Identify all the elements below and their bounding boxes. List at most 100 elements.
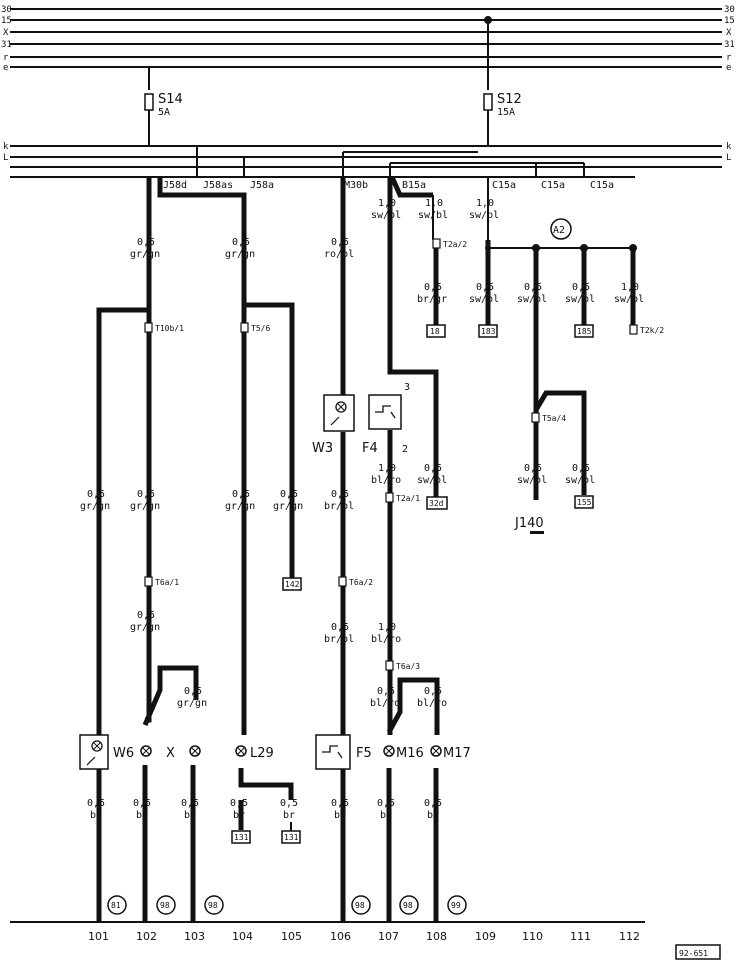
wire-size: 0,5 — [572, 463, 590, 474]
component-f4: F4 3 2 — [362, 382, 410, 456]
wire-labels: 0,5 gr/gn 0,5 gr/gn 0,5 ro/bl 1,0 sw/bl … — [80, 198, 644, 821]
wire-size: 0,5 — [331, 237, 349, 248]
junction-label: J58d — [163, 180, 187, 191]
wire-size: 1,0 — [476, 198, 494, 209]
aux-rails: k L k L — [3, 142, 732, 178]
connector-label: T2a/1 — [396, 494, 420, 503]
wire-size: 0,5 — [232, 237, 250, 248]
wire-size: 0,5 — [87, 798, 105, 809]
rail-label-right: e — [726, 63, 731, 73]
wire-color: gr/gn — [130, 622, 160, 633]
rail-label-left: 31 — [1, 40, 12, 50]
wire-color: gr/gn — [80, 501, 110, 512]
wire-color: sw/bl — [614, 294, 644, 305]
connector-label: T6a/2 — [349, 578, 373, 587]
connector-label: T2a/2 — [443, 240, 467, 249]
junction-dots — [485, 244, 637, 252]
rail-label-right: 31 — [724, 40, 735, 50]
fuse-name: S14 — [158, 92, 183, 107]
wire-size: 0,5 — [331, 489, 349, 500]
rail-label-left: k — [3, 142, 9, 152]
pin-label: 2 — [402, 444, 408, 455]
connector-label: T10b/1 — [155, 324, 184, 333]
bulb-x: X — [166, 745, 201, 761]
junction-label: M30b — [344, 180, 368, 191]
wire-size: 1,0 — [425, 198, 443, 209]
wire-color: gr/gn — [130, 501, 160, 512]
ground-point-label: 98 — [208, 901, 218, 910]
wire-color: gr/gn — [225, 249, 255, 260]
wire-color: sw/bl — [417, 475, 447, 486]
wire-color: br/bl — [324, 501, 354, 512]
wire-size: 0,5 — [280, 489, 298, 500]
column-number: 105 — [281, 930, 302, 943]
wire-size: 0,5 — [424, 463, 442, 474]
junction-label: J58as — [203, 180, 233, 191]
wire-color: br — [90, 810, 102, 821]
column-number: 104 — [232, 930, 253, 943]
terminal-label: 32d — [429, 499, 444, 508]
wire-size: 0,5 — [230, 798, 248, 809]
rail-label-left: e — [3, 63, 8, 73]
junction-label: C15a — [590, 180, 614, 191]
component-j140: J140 — [514, 516, 544, 534]
wire-size: 0,5 — [424, 282, 442, 293]
wire-color: bl/ro — [417, 698, 447, 709]
component-a2: A2 — [550, 218, 572, 240]
component-label: L29 — [250, 746, 274, 761]
component-label: M17 — [443, 746, 471, 761]
wire-color: bl/ro — [371, 634, 401, 645]
wire-color: sw/bl — [565, 475, 595, 486]
rail-label-right: 30 — [724, 5, 735, 15]
bulb-m16: M16 — [383, 745, 424, 761]
rail-label-left: X — [3, 28, 9, 38]
wire-color: sw/bl — [517, 294, 547, 305]
bus-rails: 30 15 X 31 r e 30 15 X 31 r e — [1, 5, 735, 73]
ground-point-label: 99 — [451, 901, 461, 910]
terminal-label: 18 — [430, 327, 440, 336]
junction-label: C15a — [492, 180, 516, 191]
terminal-label: 131 — [284, 833, 299, 842]
column-number: 110 — [522, 930, 543, 943]
wire-color: ro/bl — [324, 249, 354, 260]
wire-color: gr/gn — [225, 501, 255, 512]
connector-label: T5a/4 — [542, 414, 566, 423]
wire-color: sw/bl — [371, 210, 401, 221]
rail-label-left: 30 — [1, 5, 12, 15]
conductors — [96, 175, 636, 922]
component-label: W6 — [113, 746, 134, 761]
pin-label: 3 — [404, 382, 410, 393]
component-w3: W3 — [312, 394, 355, 456]
component-label: A2 — [553, 225, 565, 236]
wire-size: 0,5 — [232, 489, 250, 500]
connector-label: T2k/2 — [640, 326, 664, 335]
fuse-rating: 15A — [497, 107, 515, 118]
wire-size: 0,5 — [524, 282, 542, 293]
column-numbers: 101 102 103 104 105 106 107 108 109 110 … — [88, 930, 640, 943]
rail-label-right: k — [726, 142, 732, 152]
wire-size: 0,5 — [377, 798, 395, 809]
terminal-label: 183 — [481, 327, 496, 336]
wire-size: 1,0 — [378, 463, 396, 474]
wire-color: bl/ro — [370, 698, 400, 709]
wire-size: 1,0 — [378, 198, 396, 209]
wire-size: 0,5 — [331, 798, 349, 809]
fuse-s14: S14 5A — [144, 67, 183, 145]
rail-label-right: 15 — [724, 16, 735, 26]
wire-color: br — [136, 810, 148, 821]
wire-color: br — [427, 810, 439, 821]
fuse-rating: 5A — [158, 107, 170, 118]
wire-color: sw/bl — [469, 210, 499, 221]
component-label: J140 — [514, 516, 544, 531]
column-number: 101 — [88, 930, 109, 943]
connector-label: T6a/3 — [396, 662, 420, 671]
component-f5: F5 — [315, 734, 372, 770]
ground-point-label: 98 — [355, 901, 365, 910]
wire-color: br — [283, 810, 295, 821]
wire-color: br/gr — [417, 294, 447, 305]
wire-size: 0,5 — [137, 237, 155, 248]
wire-size: 0,5 — [87, 489, 105, 500]
bulb-w6 — [140, 745, 152, 757]
ground-points: 81 98 98 98 98 99 — [107, 895, 467, 915]
wire-color: gr/gn — [273, 501, 303, 512]
